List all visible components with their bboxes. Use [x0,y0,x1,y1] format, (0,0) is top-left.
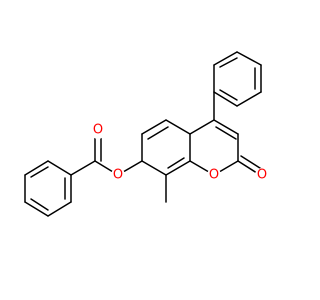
atom-label-o: O [113,168,123,183]
bond [47,160,72,176]
bond [141,119,167,135]
bonds [24,51,264,217]
bond [70,160,96,176]
atom-label-o: O [209,168,219,183]
atom-background [255,168,269,182]
bond [215,126,237,140]
bond [236,51,262,66]
atom-o-carbonyl: O [255,168,269,183]
atom-label-o: O [93,123,103,138]
bond [147,126,169,140]
bond [30,166,49,178]
bond [167,157,185,169]
bond [141,160,167,176]
bond [30,198,49,211]
atom-label-o: O [257,168,267,183]
bond [165,160,191,176]
bond [47,201,72,217]
bond [219,89,238,101]
atom-o-ester: O [111,168,125,183]
atom-o-ring: O [207,168,221,183]
bond [24,201,49,217]
bond [240,155,264,171]
atom-o-ester-carbonyl: O [91,123,105,139]
atom-background [207,168,221,182]
atom-background [91,125,105,139]
bond [165,119,191,135]
bond [189,119,215,135]
molecule-structure-diagram: O O O O [24,51,269,217]
bond [213,51,238,66]
bond [219,57,238,68]
bond [213,119,239,135]
bond [236,91,262,107]
atom-labels: O O O O [91,123,269,183]
atom-background [111,168,125,182]
bond [213,91,238,107]
bond [24,160,49,176]
